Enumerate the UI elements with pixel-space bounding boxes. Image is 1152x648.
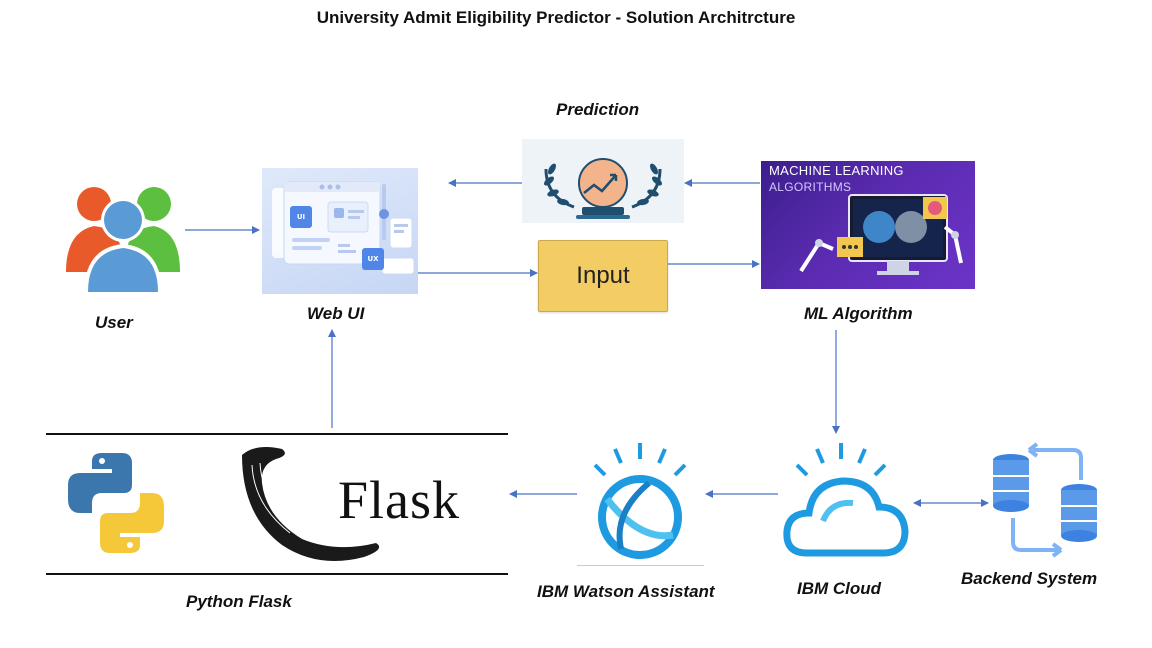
ml-algorithm-label: ML Algorithm: [804, 304, 913, 323]
prediction-label: Prediction: [556, 100, 640, 119]
ux-badge: UX: [362, 248, 384, 270]
backend-node: [989, 436, 1101, 560]
python-flask-label: Python Flask: [186, 592, 292, 611]
python-logo-icon: [68, 453, 164, 553]
watson-label: IBM Watson Assistant: [537, 582, 715, 601]
users-icon: [66, 187, 180, 294]
watson-icon: [593, 443, 687, 559]
ibm-cloud-label: IBM Cloud: [797, 579, 882, 598]
watson-node: [577, 437, 704, 566]
ml-banner-line2: ALGORITHMS: [769, 180, 852, 194]
ml-banner-line1: MACHINE LEARNING: [769, 163, 904, 178]
web-ui-node: UI UX: [262, 168, 418, 294]
page-title: University Admit Eligibility Predictor -…: [316, 8, 796, 27]
ml-illustration: [799, 194, 963, 275]
web-ui-label: Web UI: [307, 304, 365, 323]
ui-badge: UI: [290, 206, 312, 228]
prediction-icon: [544, 158, 662, 219]
input-node: Input: [538, 240, 668, 312]
database-sync-icon: [993, 442, 1097, 558]
ibm-cloud-icon: [783, 443, 909, 557]
prediction-node: [522, 139, 684, 223]
user-label: User: [95, 313, 133, 332]
ml-algorithm-node: MACHINE LEARNING ALGORITHMS: [761, 161, 975, 289]
python-flask-node: Flask: [46, 433, 508, 575]
web-ui-illustration: [272, 181, 415, 275]
backend-label: Backend System: [961, 569, 1098, 588]
flask-horn-icon: [242, 447, 380, 561]
user-node: [60, 168, 186, 302]
ibm-cloud-node: [779, 437, 912, 563]
flask-logo-text: Flask: [338, 470, 461, 530]
